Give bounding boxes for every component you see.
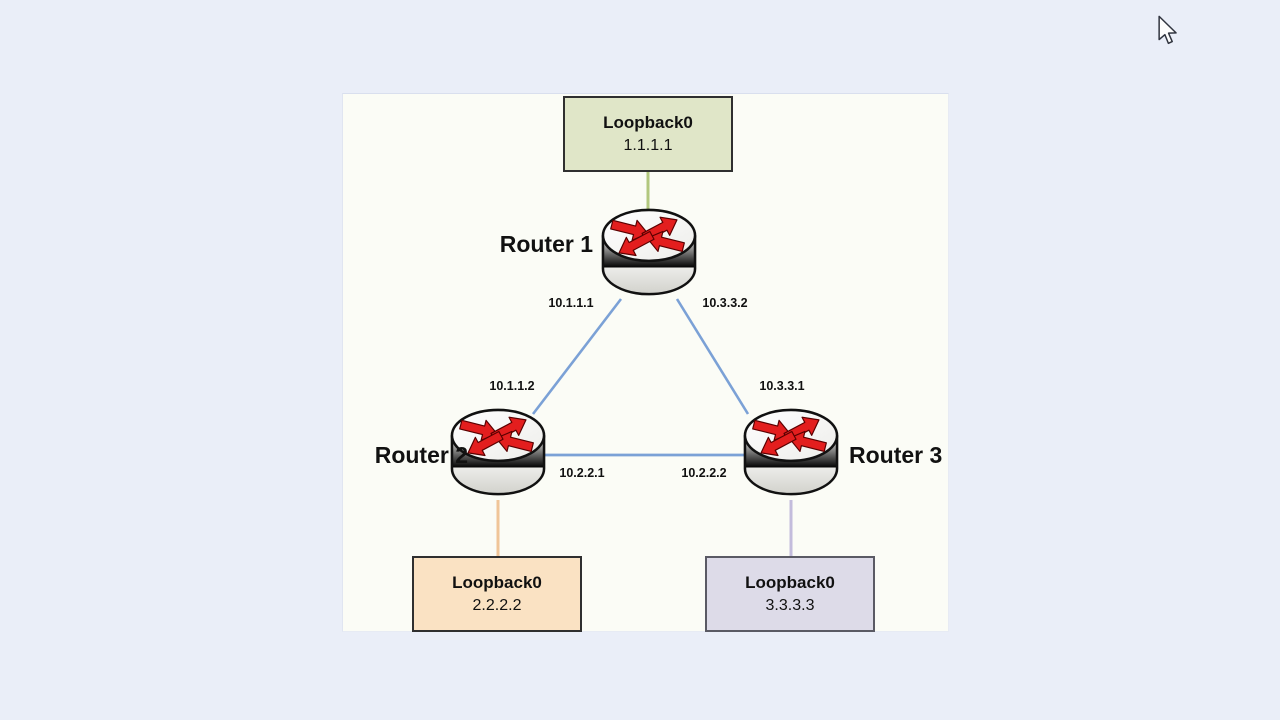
loopback-box-router3: Loopback0 3.3.3.3 — [705, 556, 875, 632]
interface-label-10-2-2-1: 10.2.2.1 — [559, 466, 605, 480]
loopback-title: Loopback0 — [603, 113, 693, 132]
topology-links — [496, 172, 793, 556]
interface-label-10-1-1-1: 10.1.1.1 — [548, 296, 594, 310]
interface-label-10-3-3-2: 10.3.3.2 — [702, 296, 748, 310]
router1-icon — [600, 206, 698, 302]
loopback-box-router2: Loopback0 2.2.2.2 — [412, 556, 582, 632]
router3-label: Router 3 — [849, 442, 943, 468]
router2-label: Router 2 — [374, 442, 468, 468]
mouse-cursor-icon — [1158, 15, 1177, 45]
loopback-title: Loopback0 — [452, 573, 542, 592]
topology-canvas: Loopback0 1.1.1.1 Loopback0 2.2.2.2 Loop… — [342, 93, 949, 632]
link-r1-r3 — [675, 298, 750, 415]
loopback-ip: 3.3.3.3 — [765, 597, 815, 614]
loopback-title: Loopback0 — [745, 573, 835, 592]
router3-icon — [742, 406, 840, 502]
interface-label-10-2-2-2: 10.2.2.2 — [681, 466, 727, 480]
interface-label-10-1-1-2: 10.1.1.2 — [489, 379, 535, 393]
interface-label-10-3-3-1: 10.3.3.1 — [759, 379, 805, 393]
link-r1-r2 — [531, 298, 623, 415]
loopback-ip: 1.1.1.1 — [623, 137, 673, 154]
loopback-box-router1: Loopback0 1.1.1.1 — [563, 96, 733, 172]
loopback-ip: 2.2.2.2 — [472, 597, 522, 614]
router1-label: Router 1 — [499, 231, 593, 257]
